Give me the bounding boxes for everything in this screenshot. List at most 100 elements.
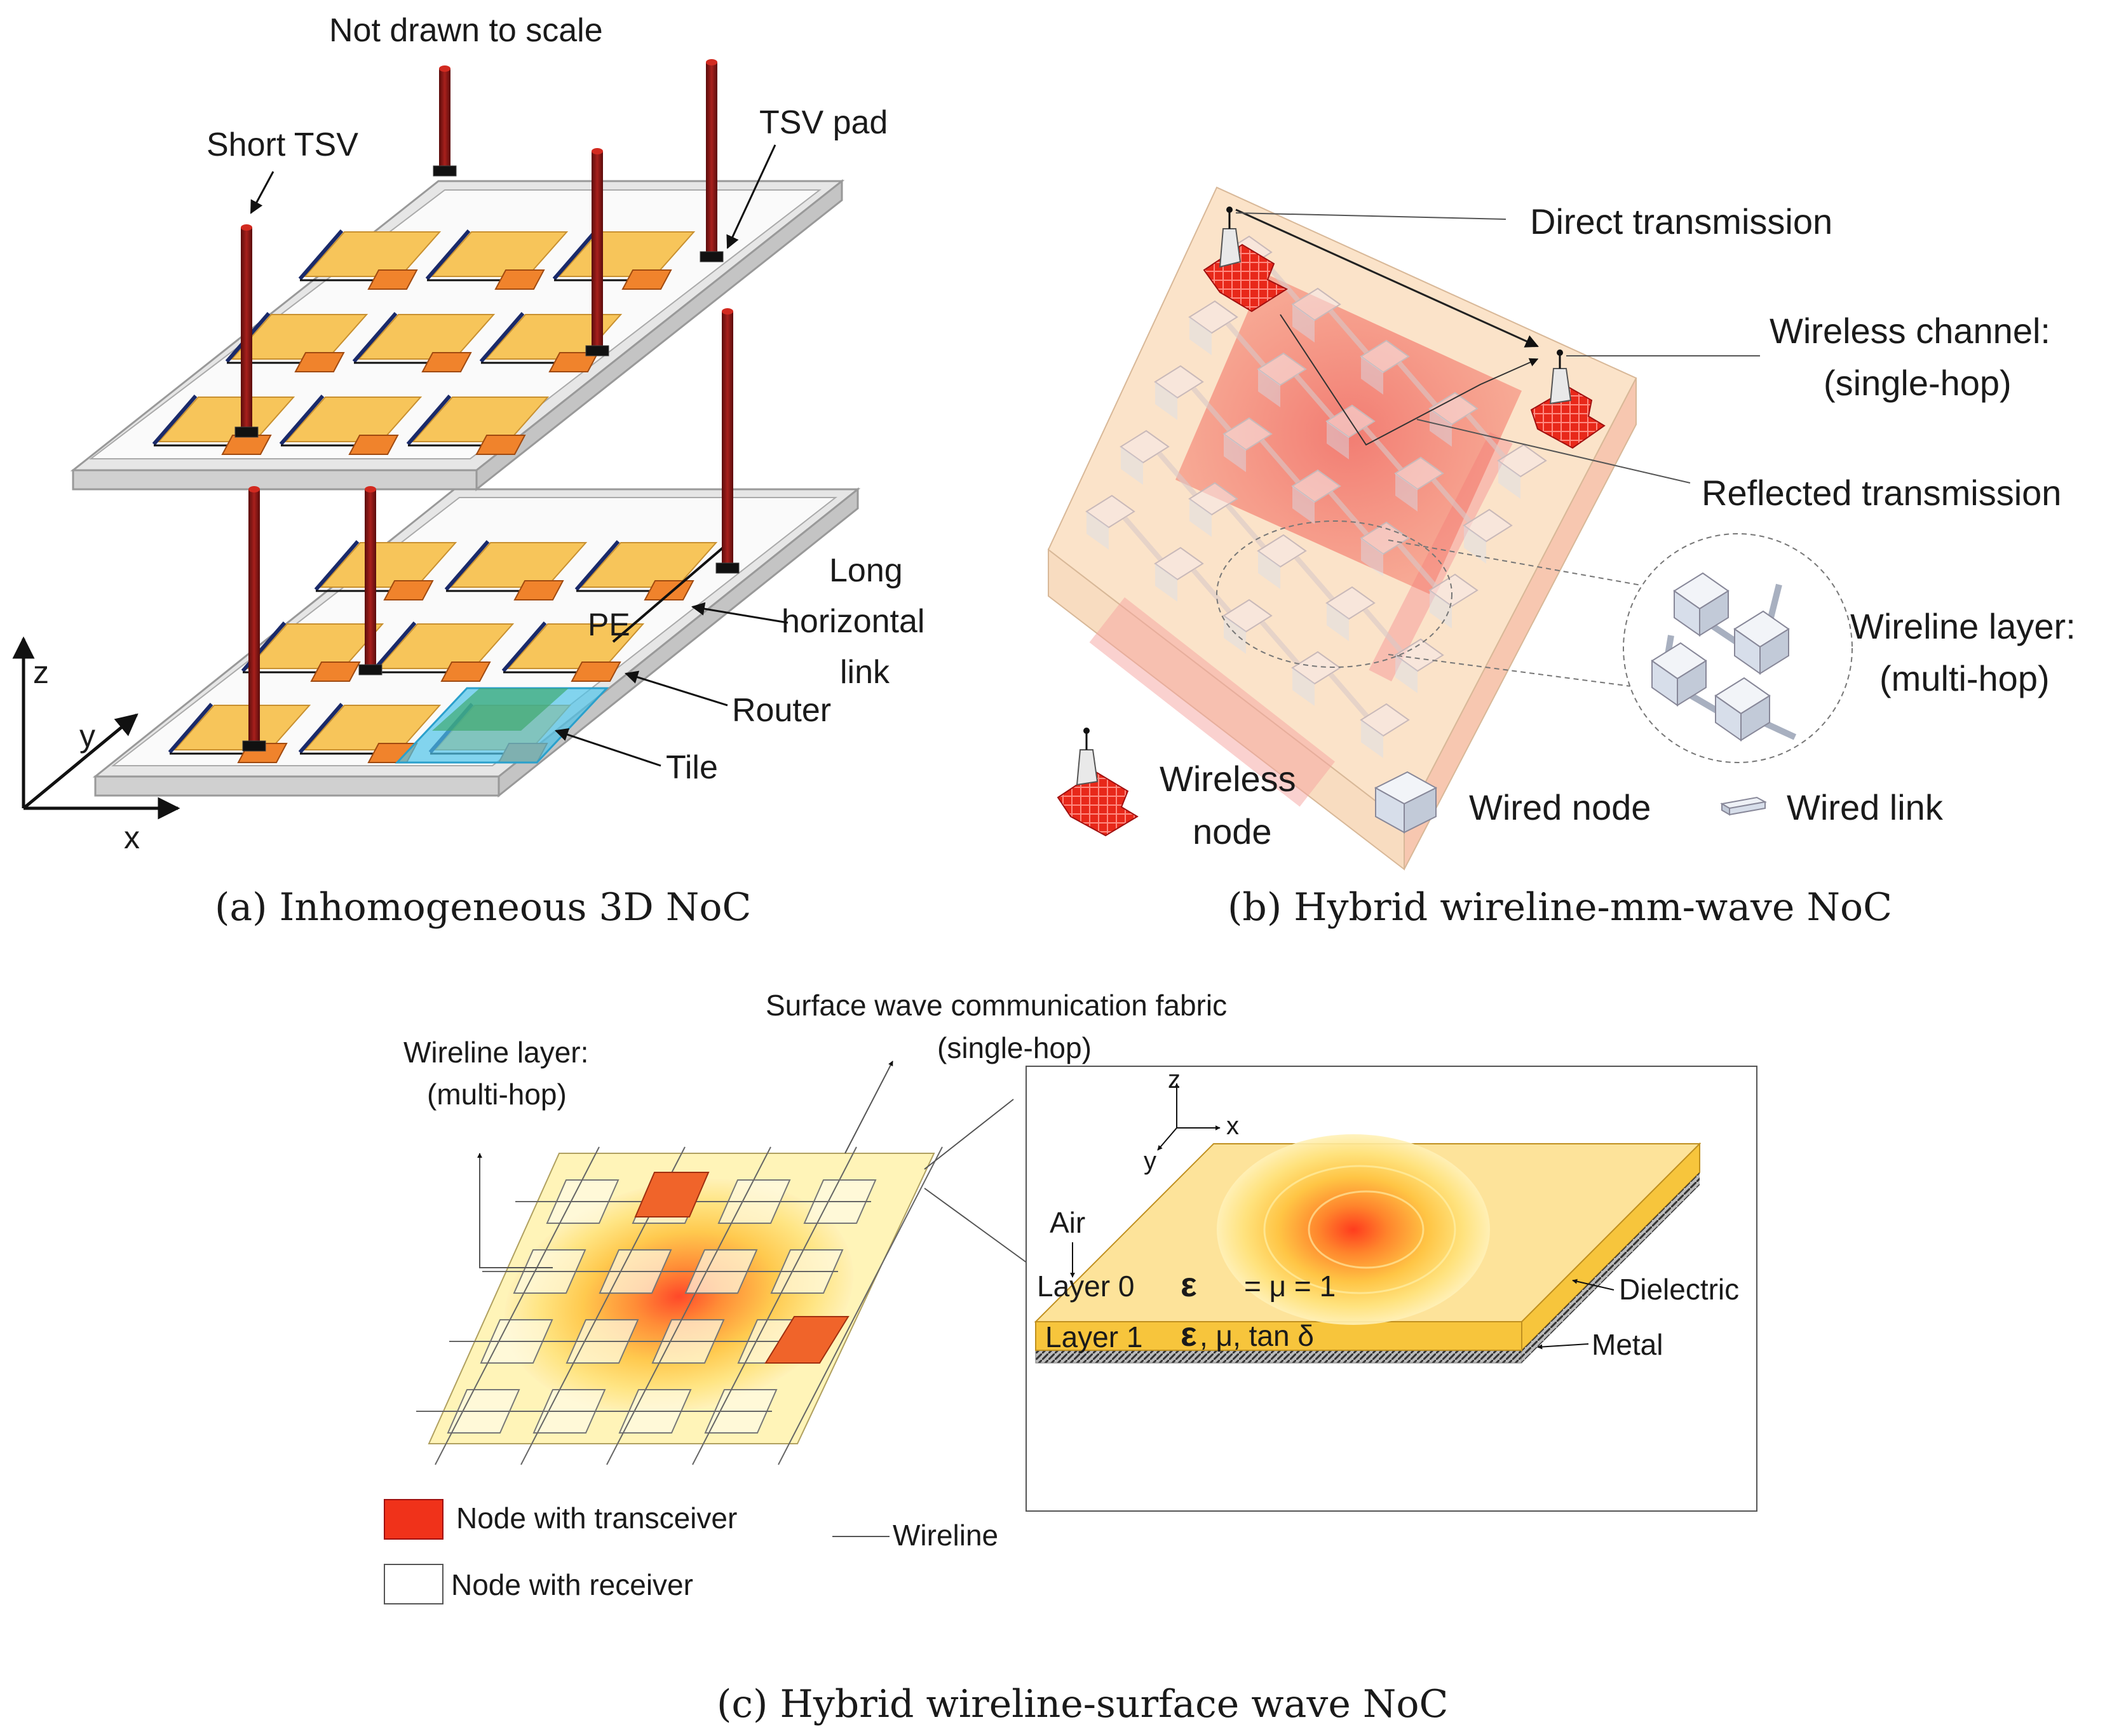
axis-x-c-label: x bbox=[1226, 1112, 1239, 1140]
wired-node-side bbox=[1327, 421, 1349, 459]
epsilon-0-symbol: ε bbox=[1181, 1266, 1197, 1304]
wired-link bbox=[1362, 607, 1404, 654]
tsv-tip bbox=[592, 148, 603, 154]
wired-link bbox=[1191, 568, 1233, 614]
axis-y-c-label: y bbox=[1144, 1147, 1156, 1175]
wired-node-side bbox=[1327, 603, 1349, 641]
pe-tile bbox=[579, 542, 718, 588]
epsilon-1-symbol: ε bbox=[1181, 1315, 1197, 1353]
axis-icon-c bbox=[1157, 1083, 1221, 1151]
pe-tile bbox=[303, 705, 442, 750]
tsv-tip bbox=[706, 59, 717, 65]
legend-wired-link-label: Wired link bbox=[1787, 787, 1944, 827]
wired-node bbox=[1188, 300, 1238, 334]
wireline bbox=[778, 1146, 943, 1465]
wired-node bbox=[1428, 573, 1479, 607]
axis-z-c-label: z bbox=[1168, 1066, 1181, 1094]
short-tsv-label: Short TSV bbox=[206, 126, 358, 163]
tsv-tip bbox=[722, 308, 733, 315]
wired-link bbox=[1191, 386, 1233, 433]
wired-node-side bbox=[1759, 628, 1789, 675]
tsv-pillar bbox=[592, 151, 603, 348]
wired-node-side bbox=[1699, 590, 1729, 637]
wired-link bbox=[1294, 555, 1336, 602]
transceiver-node-1 bbox=[634, 1172, 710, 1217]
tsv-pillar bbox=[722, 311, 733, 566]
layer1-equation: , μ, tan δ bbox=[1200, 1319, 1314, 1352]
wired-node-grid bbox=[1085, 235, 1547, 758]
tsv-group bbox=[234, 59, 740, 752]
panel-b: Direct transmission Wireless channel: (s… bbox=[1047, 186, 2076, 930]
wired-node bbox=[1428, 391, 1479, 426]
axis-z-label: z bbox=[33, 654, 49, 690]
wired-node bbox=[1325, 586, 1376, 620]
tsv-pillar bbox=[365, 489, 376, 667]
axis-x-label: x bbox=[124, 820, 140, 855]
legend-receiver-label: Node with receiver bbox=[451, 1568, 693, 1601]
wired-node-side bbox=[1464, 526, 1486, 564]
wired-link bbox=[1294, 374, 1336, 420]
link-edge bbox=[352, 312, 398, 363]
pe-label: PE bbox=[588, 607, 630, 642]
pe-tile bbox=[157, 397, 295, 442]
zoomed-wireline-nodes bbox=[1651, 572, 1797, 742]
wireless-channel-label-1: Wireless channel: bbox=[1770, 311, 2050, 351]
tsv-pad bbox=[715, 562, 740, 574]
router bbox=[644, 580, 694, 600]
wired-node-side bbox=[1155, 564, 1177, 602]
wired-node-side bbox=[1292, 486, 1315, 524]
pe-tile bbox=[411, 397, 550, 442]
pe-tile bbox=[173, 705, 311, 750]
link-edge bbox=[574, 540, 620, 591]
link-edge bbox=[425, 229, 471, 280]
router bbox=[621, 269, 672, 290]
wired-node-side bbox=[1258, 369, 1280, 407]
link-edge bbox=[501, 621, 547, 672]
wired-link bbox=[1225, 322, 1267, 368]
tsv-pad bbox=[700, 251, 724, 262]
layer0-label: Layer 0 bbox=[1037, 1270, 1134, 1303]
link-edge bbox=[298, 229, 344, 280]
wired-node bbox=[1222, 417, 1273, 451]
surface-fabric-label-2: (single-hop) bbox=[937, 1031, 1092, 1064]
wired-node bbox=[1360, 703, 1410, 737]
reflected-transmission-label: Reflected transmission bbox=[1702, 473, 2061, 513]
tile-label: Tile bbox=[666, 749, 718, 786]
wired-link bbox=[1122, 516, 1164, 562]
wired-node-side bbox=[1292, 304, 1315, 342]
router bbox=[440, 661, 491, 682]
pe-tile bbox=[430, 231, 569, 277]
wired-link bbox=[1328, 309, 1370, 355]
router bbox=[221, 435, 272, 455]
wired-node bbox=[1257, 352, 1307, 386]
wired-node-side bbox=[1361, 356, 1383, 395]
tsv-pad bbox=[585, 345, 609, 356]
zoom-region bbox=[1216, 520, 1452, 668]
tsv-tip bbox=[439, 65, 450, 72]
air-label: Air bbox=[1050, 1206, 1085, 1239]
wired-node bbox=[1291, 469, 1341, 503]
router bbox=[348, 435, 399, 455]
link-edge bbox=[406, 395, 452, 445]
wired-node bbox=[1154, 365, 1204, 399]
wireline-layer-c-label-1: Wireline layer: bbox=[403, 1036, 588, 1069]
wired-link bbox=[1328, 672, 1370, 719]
wired-node-side bbox=[1224, 616, 1246, 654]
wired-node-side bbox=[1430, 409, 1452, 447]
legend-wired-node-label: Wired node bbox=[1469, 787, 1651, 827]
router bbox=[383, 580, 434, 600]
caption-a: (a) Inhomogeneous 3D NoC bbox=[215, 885, 751, 930]
wireless-node-1 bbox=[1203, 207, 1289, 313]
legend-wired-node-icon bbox=[1374, 771, 1438, 834]
router bbox=[494, 269, 545, 290]
pe-tile bbox=[376, 623, 515, 669]
link-edge bbox=[371, 621, 417, 672]
wired-node-side bbox=[1189, 499, 1212, 537]
not-to-scale-note: Not drawn to scale bbox=[329, 12, 603, 49]
wired-node-side bbox=[1258, 551, 1280, 589]
wired-link bbox=[1328, 491, 1370, 537]
link-edge bbox=[298, 703, 344, 754]
wired-node bbox=[1154, 546, 1204, 581]
wired-link bbox=[1259, 620, 1301, 667]
